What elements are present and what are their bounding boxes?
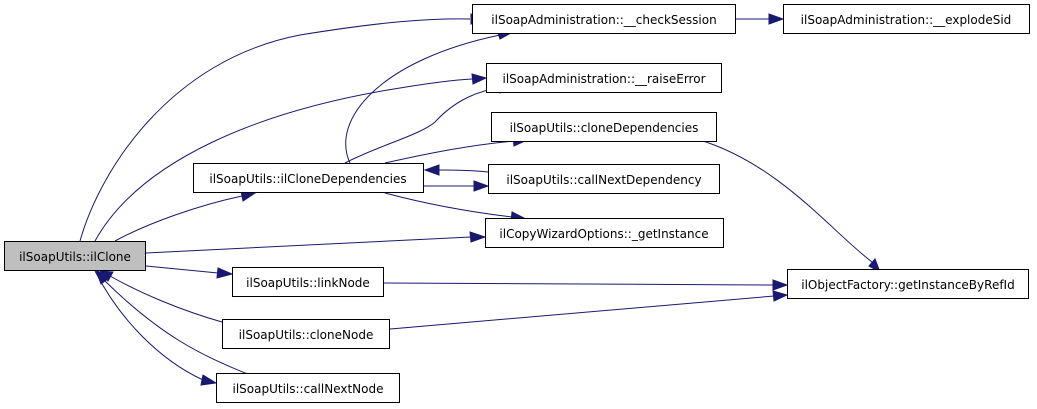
node-callnextdependency[interactable]: ilSoapUtils::callNextDependency bbox=[488, 164, 720, 194]
edge-callnextnode-to-ilclone bbox=[95, 268, 251, 376]
node-checksession[interactable]: ilSoapAdministration::__checkSession bbox=[472, 4, 736, 34]
edge-checksession-to-explodesid bbox=[736, 13, 785, 25]
node-raiseerror-label: ilSoapAdministration::__raiseError bbox=[503, 72, 706, 86]
edge-clonenode-to-ilclone bbox=[98, 270, 223, 323]
node-explodesid-label: ilSoapAdministration::__explodeSid bbox=[801, 13, 1012, 27]
edge-linknode-to-getinstancebyrefid bbox=[383, 279, 789, 291]
edge-ilclone-to-raiseerror bbox=[94, 73, 488, 242]
node-ilclonedependencies[interactable]: ilSoapUtils::ilCloneDependencies bbox=[193, 163, 424, 193]
node-raiseerror[interactable]: ilSoapAdministration::__raiseError bbox=[486, 63, 722, 93]
node-clonedependencies[interactable]: ilSoapUtils::cloneDependencies bbox=[491, 112, 717, 142]
node-callnextnode-label: ilSoapUtils::callNextNode bbox=[233, 382, 384, 396]
node-getinstancebyrefid[interactable]: ilObjectFactory::getInstanceByRefId bbox=[787, 269, 1029, 299]
edge-ilclone-to-ilclonedependencies bbox=[114, 190, 257, 242]
node-getinstance[interactable]: ilCopyWizardOptions::_getInstance bbox=[485, 218, 724, 248]
node-callnextnode[interactable]: ilSoapUtils::callNextNode bbox=[216, 373, 400, 403]
edge-ilclonedependencies-to-getinstance bbox=[384, 192, 528, 223]
node-getinstance-label: ilCopyWizardOptions::_getInstance bbox=[499, 227, 708, 241]
edge-ilclone-to-callnextnode bbox=[94, 270, 218, 386]
node-checksession-label: ilSoapAdministration::__checkSession bbox=[491, 13, 716, 27]
edge-ilclone-to-linknode bbox=[145, 265, 234, 279]
node-ilclone[interactable]: ilSoapUtils::ilClone bbox=[4, 241, 146, 271]
edge-ilclonedependencies-to-checksession bbox=[345, 29, 513, 164]
node-clonenode-label: ilSoapUtils::cloneNode bbox=[239, 328, 374, 342]
node-clonedependencies-label: ilSoapUtils::cloneDependencies bbox=[510, 121, 699, 135]
edge-callnextdependency-to-ilclonedependencies bbox=[423, 164, 489, 176]
node-getinstancebyrefid-label: ilObjectFactory::getInstanceByRefId bbox=[801, 278, 1014, 292]
node-linknode[interactable]: ilSoapUtils::linkNode bbox=[232, 267, 384, 297]
node-linknode-label: ilSoapUtils::linkNode bbox=[246, 276, 370, 290]
node-callnextdependency-label: ilSoapUtils::callNextDependency bbox=[506, 173, 701, 187]
node-clonenode[interactable]: ilSoapUtils::cloneNode bbox=[222, 319, 390, 349]
node-ilclone-label: ilSoapUtils::ilClone bbox=[19, 250, 131, 264]
edge-clonedependencies-to-getinstancebyrefid bbox=[699, 139, 881, 274]
edge-clonenode-to-getinstancebyrefid bbox=[389, 290, 789, 330]
edge-ilclone-to-checksession bbox=[79, 13, 487, 242]
node-explodesid[interactable]: ilSoapAdministration::__explodeSid bbox=[783, 4, 1030, 34]
edge-ilclone-to-getinstance bbox=[145, 231, 487, 254]
node-ilclonedependencies-label: ilSoapUtils::ilCloneDependencies bbox=[209, 172, 406, 186]
edge-ilclonedependencies-to-callnextdependency bbox=[424, 180, 490, 192]
